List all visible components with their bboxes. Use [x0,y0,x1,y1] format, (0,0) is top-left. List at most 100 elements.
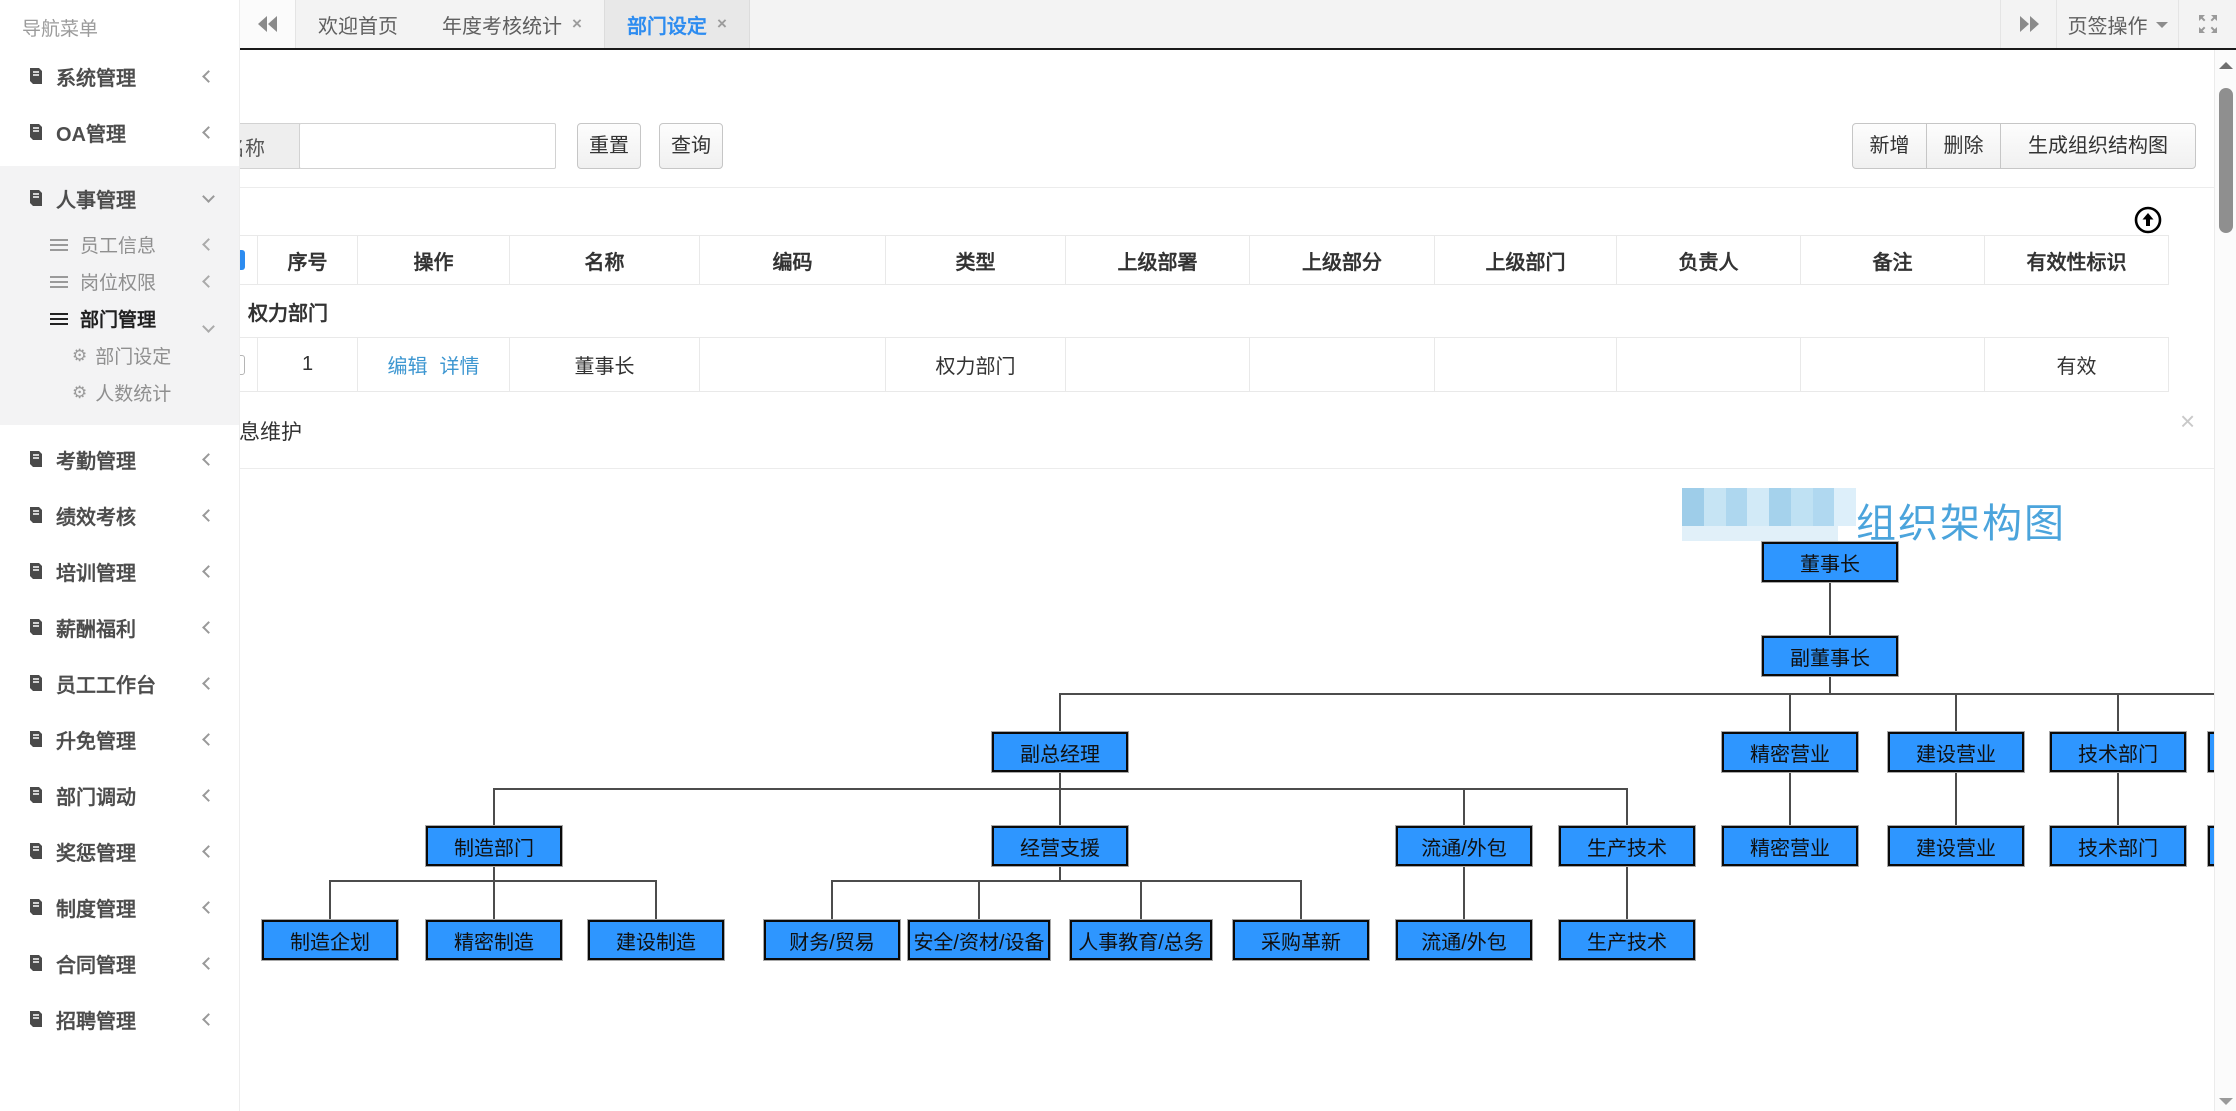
org-node-技术部门: 技术部门 [2050,826,2186,866]
column-header-上级部分: 上级部分 [1250,236,1435,284]
tab-年度考核统计[interactable]: 年度考核统计 × [420,0,604,48]
sidebar-item-0[interactable]: 系统管理 [0,48,239,104]
row-cell-11: 有效 [1985,338,2169,391]
tabs-scroll-right-icon[interactable] [2000,0,2056,48]
row-cell-6 [1066,338,1250,391]
tab-close-icon[interactable]: × [716,14,727,33]
search-input[interactable] [299,123,556,169]
sidebar-item-2[interactable]: 人事管理 [0,170,239,226]
sidebar-item-10[interactable]: 奖惩管理 [0,823,239,879]
generate-org-chart-button[interactable]: 生成组织结构图 [2000,123,2196,169]
org-connector [1829,676,1831,694]
org-connector [1463,866,1465,920]
maint-divider [0,468,2214,469]
reset-button[interactable]: 重置 [577,123,641,169]
sidebar-leaf-人数统计[interactable]: ⚙人数统计 [72,382,172,406]
gears-icon: ⚙ [72,345,88,365]
query-button[interactable]: 查询 [659,123,723,169]
column-header-序号: 序号 [258,236,358,284]
org-connector [831,880,833,920]
chevron-left-icon [202,69,215,83]
sidebar-title: 导航菜单 [22,19,99,40]
sidebar-item-1[interactable]: OA管理 [0,104,239,160]
detail-link[interactable]: 详情 [439,356,480,378]
sidebar-item-8[interactable]: 升免管理 [0,711,239,767]
org-connector [1059,866,1061,880]
chevron-left-icon [202,452,215,466]
tabs-scroll-left-icon[interactable] [240,0,296,48]
row-cell-10 [1801,338,1985,391]
tab-label: 年度考核统计 [442,15,562,38]
sidebar-leaf-部门设定[interactable]: ⚙部门设定 [72,345,172,369]
close-panel-icon[interactable]: × [2180,406,2196,436]
org-chart-title: 组织架构图 [1856,502,2066,546]
scroll-down-arrow[interactable] [2219,1098,2233,1105]
sidebar-item-5[interactable]: 培训管理 [0,543,239,599]
sidebar-subitem-2[interactable]: 部门管理 [0,300,239,337]
book-icon [30,451,42,467]
org-node-建设营业: 建设营业 [1888,732,2024,772]
redacted-company-name [1682,488,1856,526]
add-button[interactable]: 新增 [1852,123,1927,169]
sidebar-item-9[interactable]: 部门调动 [0,767,239,823]
org-node-技术部门: 技术部门 [2050,732,2186,772]
org-connector [1829,582,1831,636]
double-left-arrow-icon [257,16,277,32]
collapse-panel-icon[interactable] [2134,206,2162,234]
tab-label: 欢迎首页 [318,15,398,38]
chevron-left-icon [202,564,215,578]
tab-欢迎首页[interactable]: 欢迎首页 [296,0,420,48]
sidebar-item-6[interactable]: 薪酬福利 [0,599,239,655]
book-icon [30,190,42,206]
redacted-company-name-tail [1682,526,1838,541]
org-connector [493,788,495,826]
tab-部门设定[interactable]: 部门设定 × [603,0,750,48]
fullscreen-icon[interactable] [2178,0,2236,48]
org-node-精密营业: 精密营业 [1722,826,1858,866]
menu-bars-icon [50,312,68,325]
sidebar-item-3[interactable]: 考勤管理 [0,431,239,487]
column-header-类型: 类型 [886,236,1066,284]
tab-operations-dropdown[interactable]: 页签操作 [2056,0,2178,48]
org-connector [1140,880,1142,920]
column-header-上级部门: 上级部门 [1435,236,1617,284]
book-icon [30,68,42,84]
row-cell-9 [1617,338,1801,391]
sidebar-item-7[interactable]: 员工工作台 [0,655,239,711]
book-icon [30,1011,42,1027]
row-cell-7 [1250,338,1435,391]
org-node-建设营业: 建设营业 [1888,826,2024,866]
org-connector [1626,788,1628,826]
tab-close-icon[interactable]: × [572,14,582,33]
sidebar-item-4[interactable]: 绩效考核 [0,487,239,543]
column-header-上级部署: 上级部署 [1066,236,1250,284]
chevron-left-icon [202,508,215,522]
sidebar-subitem-0[interactable]: 员工信息 [0,226,239,263]
scroll-up-arrow[interactable] [2219,62,2233,69]
org-connector [2117,772,2119,826]
org-connector [1060,693,2214,695]
column-header-负责人: 负责人 [1617,236,1801,284]
org-connector [329,880,331,920]
chevron-left-icon [202,238,215,251]
vertical-scrollbar [2214,50,2236,1111]
sidebar-item-12[interactable]: 合同管理 [0,935,239,991]
gears-icon: ⚙ [72,382,88,402]
edit-link[interactable]: 编辑 [387,356,428,378]
caret-down-icon [2155,21,2168,34]
sidebar-expanded-group: 人事管理员工信息岗位权限部门管理 ⚙部门设定 ⚙人数统计 [0,166,239,425]
tab-operations-label: 页签操作 [2067,15,2148,38]
tabs: 欢迎首页 年度考核统计 × 部门设定 × [296,0,750,48]
row-cell-3: 董事长 [510,338,700,391]
column-header-备注: 备注 [1801,236,1985,284]
sidebar-item-11[interactable]: 制度管理 [0,879,239,935]
chevron-left-icon [202,1012,215,1026]
delete-button[interactable]: 删除 [1926,123,2001,169]
sidebar-subitem-1[interactable]: 岗位权限 [0,263,239,300]
tab-label: 部门设定 [626,15,707,38]
sidebar-item-13[interactable]: 招聘管理 [0,991,239,1047]
row-cell-5: 权力部门 [886,338,1066,391]
scrollbar-thumb[interactable] [2219,88,2233,233]
